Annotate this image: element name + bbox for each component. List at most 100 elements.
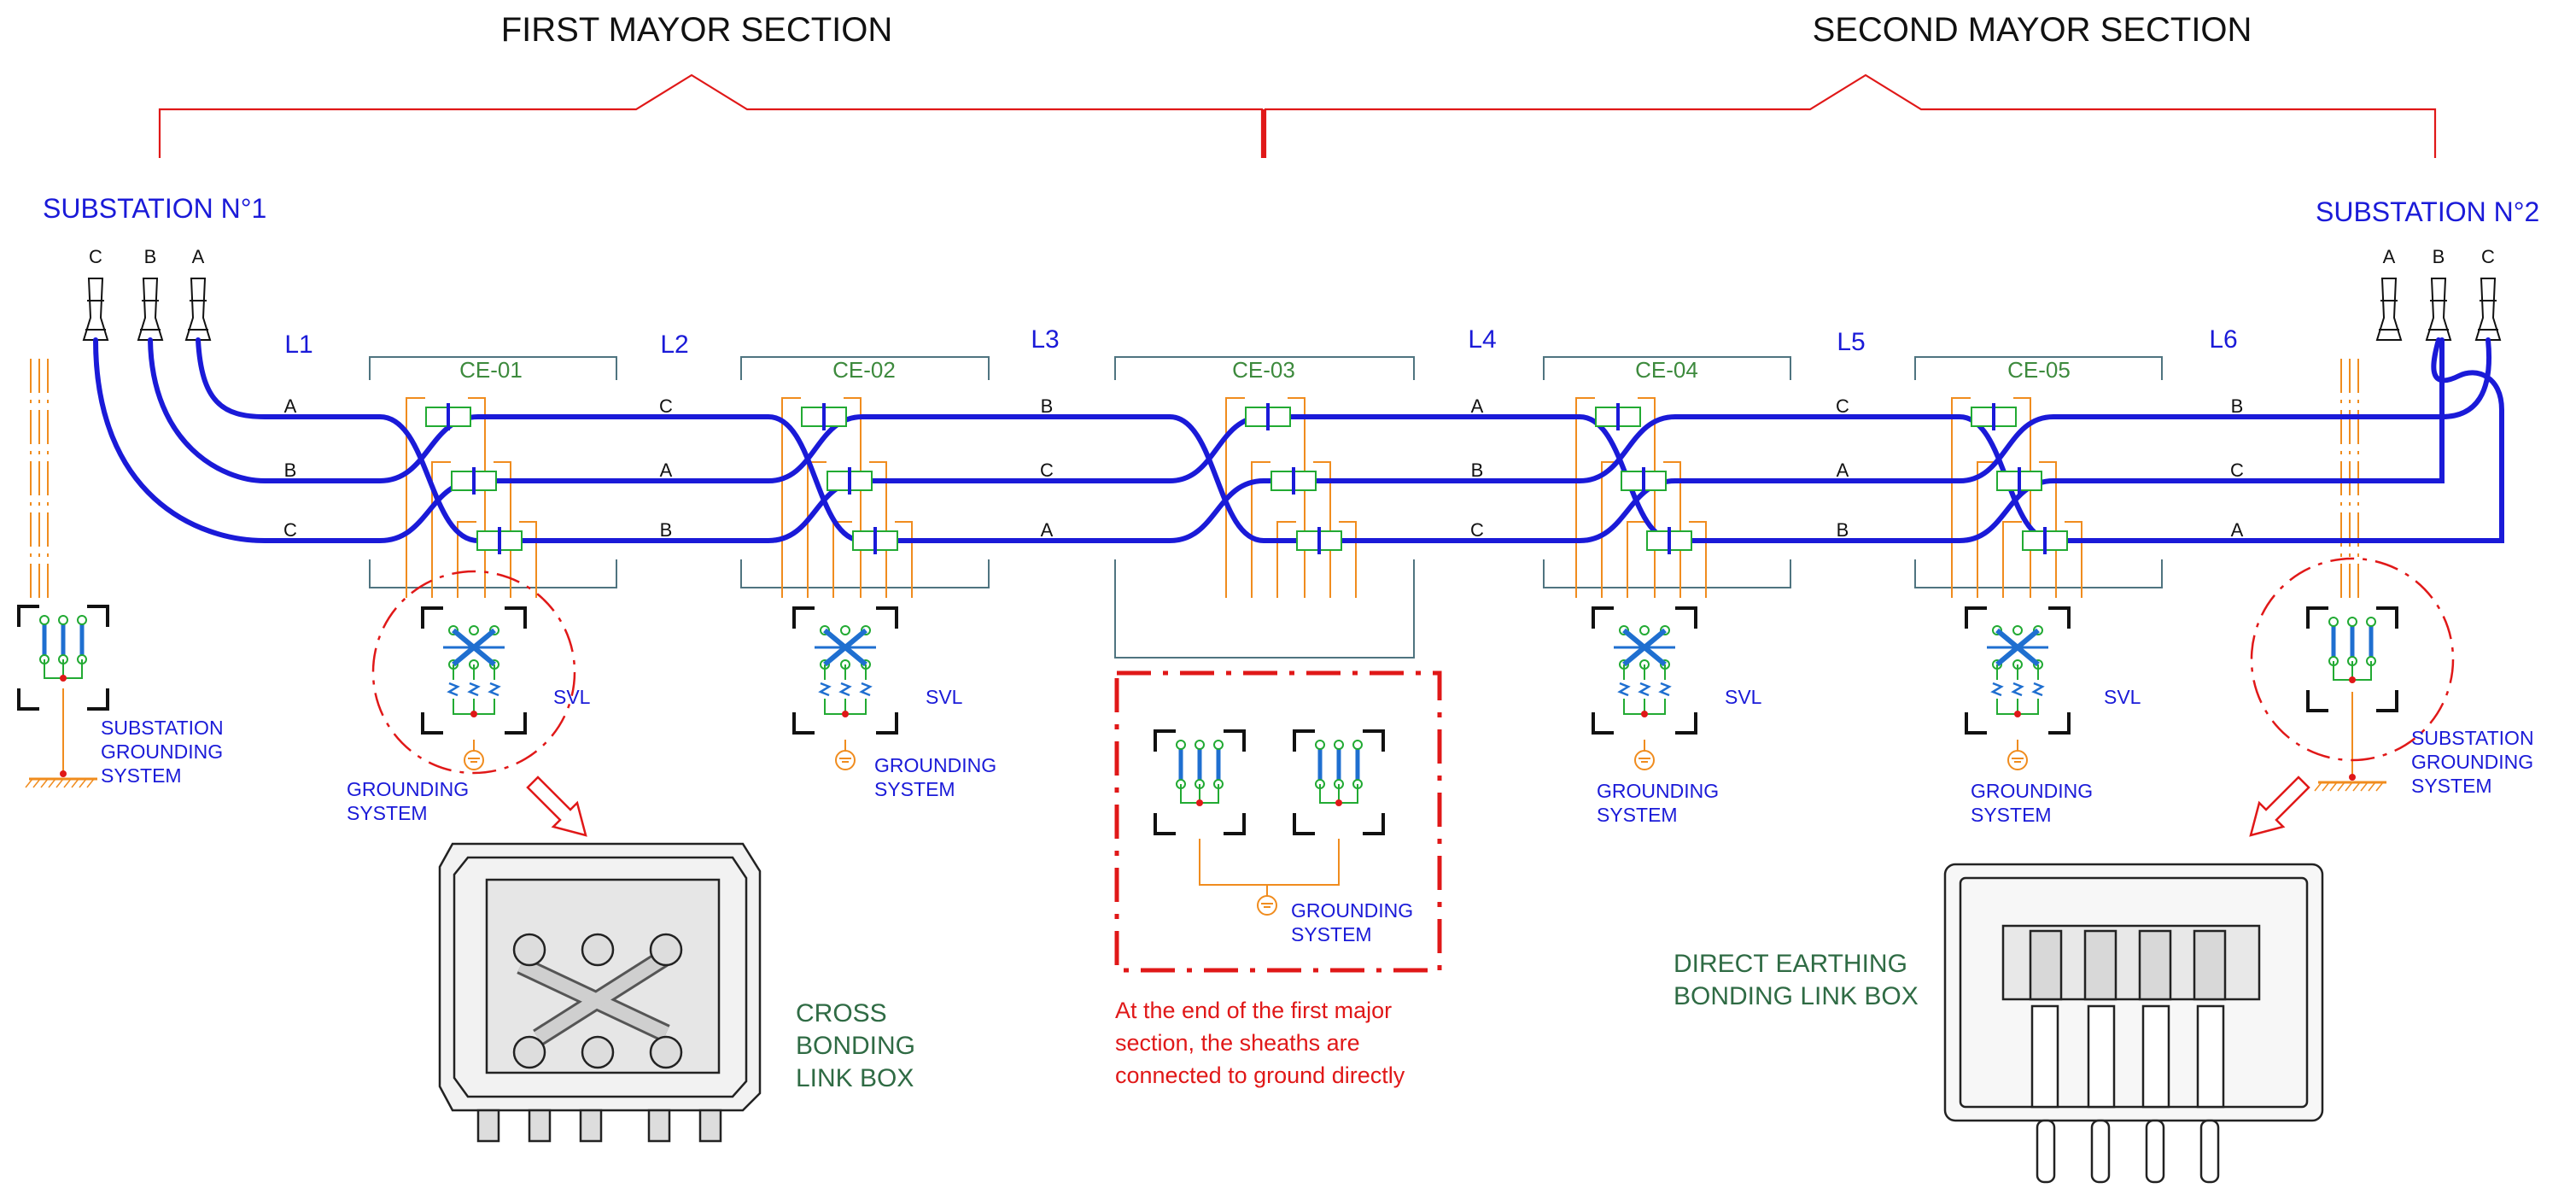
grounding-system-note: GROUNDING SYSTEM [1971, 780, 2093, 826]
svl-label: SVL [553, 686, 591, 708]
gland [698, 1109, 722, 1143]
note-line: GROUNDING [1597, 780, 1719, 802]
note-line: section, the sheaths are [1115, 1030, 1360, 1056]
sheath-lead [2002, 521, 2022, 598]
gland [528, 1109, 552, 1143]
ground-node [2349, 676, 2356, 683]
terminal-post [649, 1035, 683, 1069]
cable-phase-label: A [1837, 460, 1849, 481]
cable-termination [2425, 278, 2452, 341]
ground-node [1196, 799, 1203, 806]
link-terminal [2347, 617, 2357, 627]
enclosure-corner [1363, 813, 1385, 835]
link-lug [2193, 929, 2227, 1001]
enclosure-corner [505, 712, 527, 735]
cable-termination [184, 278, 212, 341]
link-box-frame-ce03 [1114, 356, 1415, 380]
cable-phase-label: A [1041, 519, 1054, 541]
grounding-system-note: GROUNDING SYSTEM [874, 754, 996, 800]
cable-termination [82, 278, 109, 341]
s2-terminal-label: A [2383, 246, 2396, 267]
segment-label: L4 [1468, 325, 1496, 354]
link-lug [2138, 929, 2172, 1001]
arrow-icon [526, 776, 587, 837]
enclosure-corner [1224, 729, 1246, 752]
enclosure-corner [1965, 712, 1987, 735]
ground-lead [1199, 839, 1340, 886]
arrow-icon [2249, 776, 2310, 837]
link-box-frame-ce01 [369, 559, 617, 588]
enclosure-corner [1154, 729, 1176, 752]
earth-icon [55, 778, 64, 788]
earth-icon [2322, 781, 2330, 792]
sheath-lead [431, 461, 451, 598]
ground-node [1335, 799, 1342, 806]
enclosure-corner [17, 605, 39, 627]
caption-line: CROSS [796, 999, 887, 1027]
ground-node [1641, 711, 1648, 717]
earth-icon [48, 778, 56, 788]
svl-arrester [818, 682, 832, 697]
main-cables [93, 337, 2504, 543]
grounding-system-note: GROUNDING SYSTEM [1291, 899, 1413, 945]
terminal-post [512, 1035, 546, 1069]
svl-arrester [2011, 682, 2024, 697]
enclosure-corner [17, 688, 39, 711]
sheath-lead [1313, 461, 1331, 598]
crossbar [534, 951, 670, 1044]
svl-label: SVL [926, 686, 963, 708]
first-section-bracket [158, 73, 1264, 158]
gland [2145, 1119, 2165, 1184]
note-line: SYSTEM [347, 802, 428, 824]
caption-line: BONDING [796, 1032, 915, 1060]
cable-phase-label: A [284, 395, 297, 417]
substation-1-label: SUBSTATION N°1 [43, 193, 266, 224]
enclosure-corner [2306, 606, 2328, 629]
earth-icon [71, 778, 79, 788]
sheath-lead [1225, 397, 1245, 598]
earth-icon [2368, 781, 2376, 792]
bonding-boxes [17, 605, 2398, 916]
enclosure-corner [2048, 606, 2071, 629]
box-lid-rim [453, 856, 748, 1098]
link-box-frame-ce04 [1543, 559, 1791, 588]
svl-arrester [1617, 682, 1631, 697]
sheath-lead [1951, 397, 1971, 598]
link-box-label-ce05: CE-05 [2007, 357, 2071, 383]
sheath-lead [1251, 461, 1270, 598]
direct-earthing-caption: DIRECT EARTHING BONDING LINK BOX [1674, 950, 1919, 1010]
earth-icon [86, 778, 95, 788]
enclosure-corner [1224, 813, 1246, 835]
link-box-label-ce03: CE-03 [1232, 357, 1295, 383]
cable-lead [2196, 1004, 2225, 1109]
link-box-frame-ce04 [1543, 356, 1791, 380]
bonding-link [2029, 929, 2227, 1001]
sheath-lead [2065, 521, 2082, 598]
ground-node [60, 675, 67, 682]
earth-icon [32, 778, 41, 788]
svl-arrester [488, 682, 501, 697]
ground-icon [2007, 750, 2028, 770]
caption-line: DIRECT EARTHING [1674, 950, 1907, 978]
segment-label: L1 [284, 331, 313, 359]
cable-termination [2375, 278, 2403, 341]
cable-phase-label: C [2230, 460, 2244, 481]
ground-icon [1257, 895, 1277, 916]
link-terminal [2328, 617, 2339, 627]
first-major-section-title: FIRST MAYOR SECTION [501, 11, 893, 49]
sheath-lead [1276, 521, 1296, 598]
link-terminal [1639, 625, 1650, 635]
link-terminal [77, 615, 87, 625]
substation-2-grounding-note: SUBSTATION GROUNDING SYSTEM [2411, 727, 2534, 797]
cable-termination [2474, 278, 2502, 341]
terminal-post [581, 1035, 615, 1069]
direct-earthing-link-box-illustration [1943, 863, 2324, 1184]
cable-phase-label: A [2231, 519, 2244, 541]
enclosure-corner [1293, 813, 1315, 835]
link-box-outlines [369, 356, 2163, 659]
cable-terminations [82, 278, 2502, 341]
cable-phase-label: C [1470, 519, 1484, 541]
enclosure-corner [1293, 729, 1315, 752]
cross-bonding-caption: CROSS BONDING LINK BOX [796, 999, 915, 1092]
